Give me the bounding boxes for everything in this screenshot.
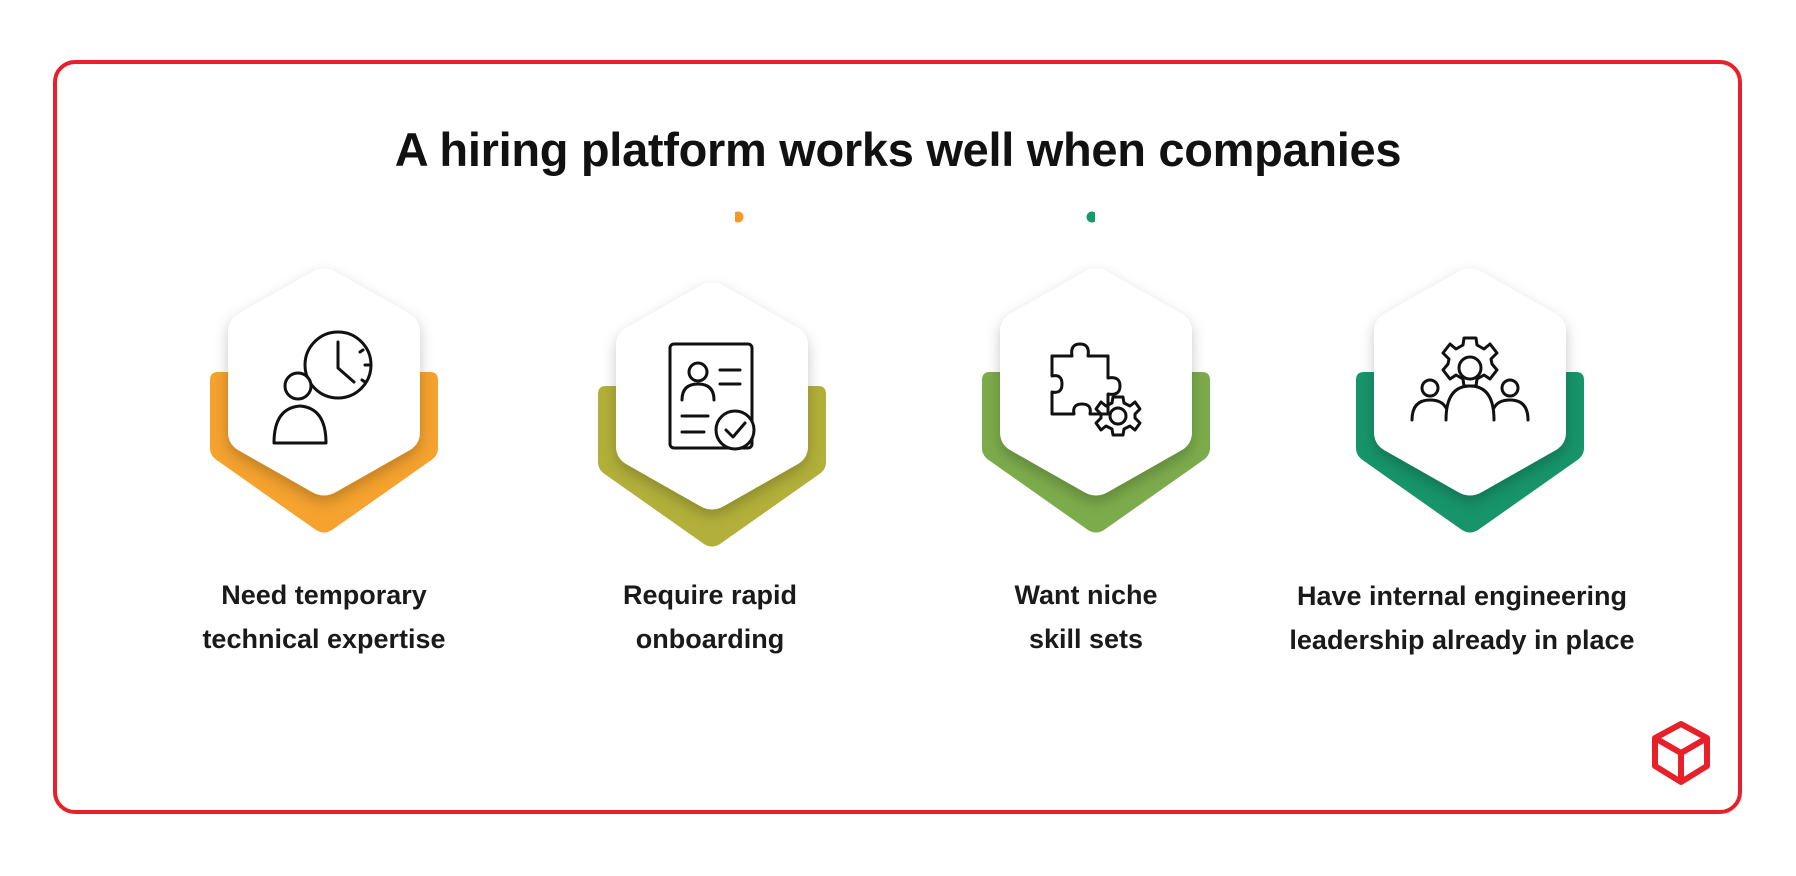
person-clock-icon — [272, 330, 373, 445]
team-gear-icon — [1410, 336, 1530, 422]
page-title: A hiring platform works well when compan… — [394, 123, 1402, 176]
hexagon-tile — [1374, 268, 1566, 496]
criteria-card-internal-leadership — [1350, 268, 1590, 568]
cube-logo-icon — [1652, 721, 1710, 785]
puzzle-gear-icon — [1050, 342, 1142, 437]
resume-check-icon — [668, 342, 756, 451]
hexagon-tile — [616, 282, 808, 510]
title-divider — [735, 211, 1095, 223]
criteria-card-rapid-onboarding — [592, 282, 832, 582]
criteria-card-temporary-expertise — [204, 268, 444, 568]
divider-end-dot — [1086, 211, 1095, 223]
divider-start-dot — [735, 211, 744, 223]
criteria-card-niche-skills — [976, 268, 1216, 568]
